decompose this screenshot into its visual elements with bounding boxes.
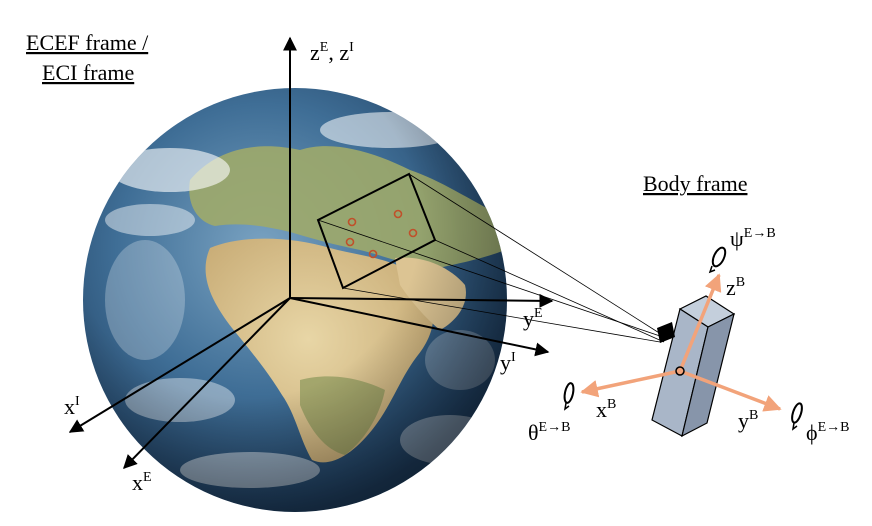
- body-origin: [675, 366, 685, 376]
- psi-rotation-label: ψE→B: [730, 226, 776, 251]
- psi-rotation-icon: [708, 246, 727, 274]
- fov-lines: [317, 173, 665, 343]
- rotation-arrows: [563, 246, 803, 431]
- x-inertial-label: xI: [64, 394, 80, 419]
- x-earth-label: xE: [132, 470, 152, 495]
- y-inertial-axis: [289, 297, 550, 357]
- satellite-body: [651, 295, 736, 438]
- theta-rotation-label: θE→B: [528, 420, 570, 445]
- target-region: [316, 172, 665, 343]
- earth-globe: [83, 88, 507, 512]
- phi-rotation-label: ϕE→B: [806, 420, 849, 445]
- x-body-label: xB: [596, 397, 616, 422]
- z-body-label: zB: [726, 275, 745, 300]
- theta-rotation-icon: [563, 382, 575, 411]
- body-axes: [580, 273, 782, 412]
- x-inertial-axis: [68, 297, 291, 433]
- target-point: [408, 228, 418, 238]
- target-point: [368, 249, 378, 259]
- phi-rotation-icon: [791, 402, 803, 431]
- y-inertial-label: yI: [500, 350, 516, 375]
- y-body-axis: [679, 369, 782, 412]
- target-point: [347, 217, 357, 227]
- body-frame-title: Body frame: [643, 171, 747, 196]
- x-body-axis: [580, 369, 681, 398]
- y-body-label: yB: [738, 408, 758, 433]
- target-point: [393, 209, 403, 219]
- target-points: [345, 209, 418, 259]
- ecef-frame-title: ECEF frame /: [26, 30, 149, 55]
- satellite-side-face: [681, 312, 735, 438]
- x-earth-axis: [123, 297, 291, 470]
- eci-frame-title: ECI frame: [42, 60, 134, 85]
- z-axis-label: zE, zI: [310, 40, 354, 65]
- y-earth-axis: [289, 293, 554, 308]
- z-body-axis: [678, 273, 722, 372]
- sensor-lens: [657, 322, 675, 343]
- y-earth-label: yE: [523, 306, 543, 331]
- inertial-axes: [68, 36, 554, 470]
- target-point: [345, 237, 355, 247]
